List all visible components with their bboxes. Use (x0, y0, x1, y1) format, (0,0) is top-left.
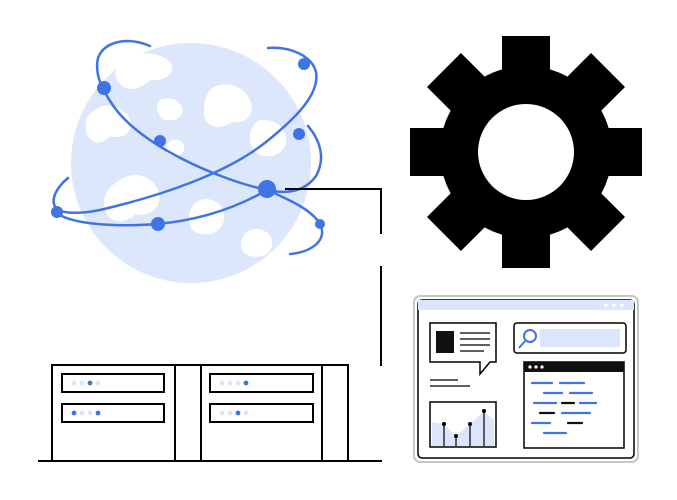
search-icon (518, 329, 537, 349)
orbit-node (51, 206, 63, 218)
window-dots (604, 303, 624, 307)
orbit-node-hub (258, 180, 276, 198)
server-slot (61, 403, 165, 423)
line-chart-icon (429, 401, 497, 448)
search-bar (513, 322, 627, 354)
server-slot (61, 373, 165, 393)
connector-lines (285, 188, 382, 366)
server-slot (209, 403, 314, 423)
orbit-node (298, 58, 310, 70)
server-rack-icon (38, 364, 382, 462)
browser-dashboard-icon (413, 295, 639, 463)
orbit-node (293, 128, 305, 140)
orbit-node (315, 219, 325, 229)
orbit-node (97, 81, 111, 95)
orbit-ring-1 (95, 39, 323, 194)
orbit-node (151, 217, 165, 231)
server-slot (209, 373, 314, 393)
orbit-node (154, 135, 166, 147)
gear-icon (410, 36, 642, 268)
chat-bubble-icon (429, 322, 497, 387)
code-window-icon (523, 361, 625, 449)
orbit-nodes (51, 58, 325, 231)
orbit-ring-3 (54, 188, 324, 256)
